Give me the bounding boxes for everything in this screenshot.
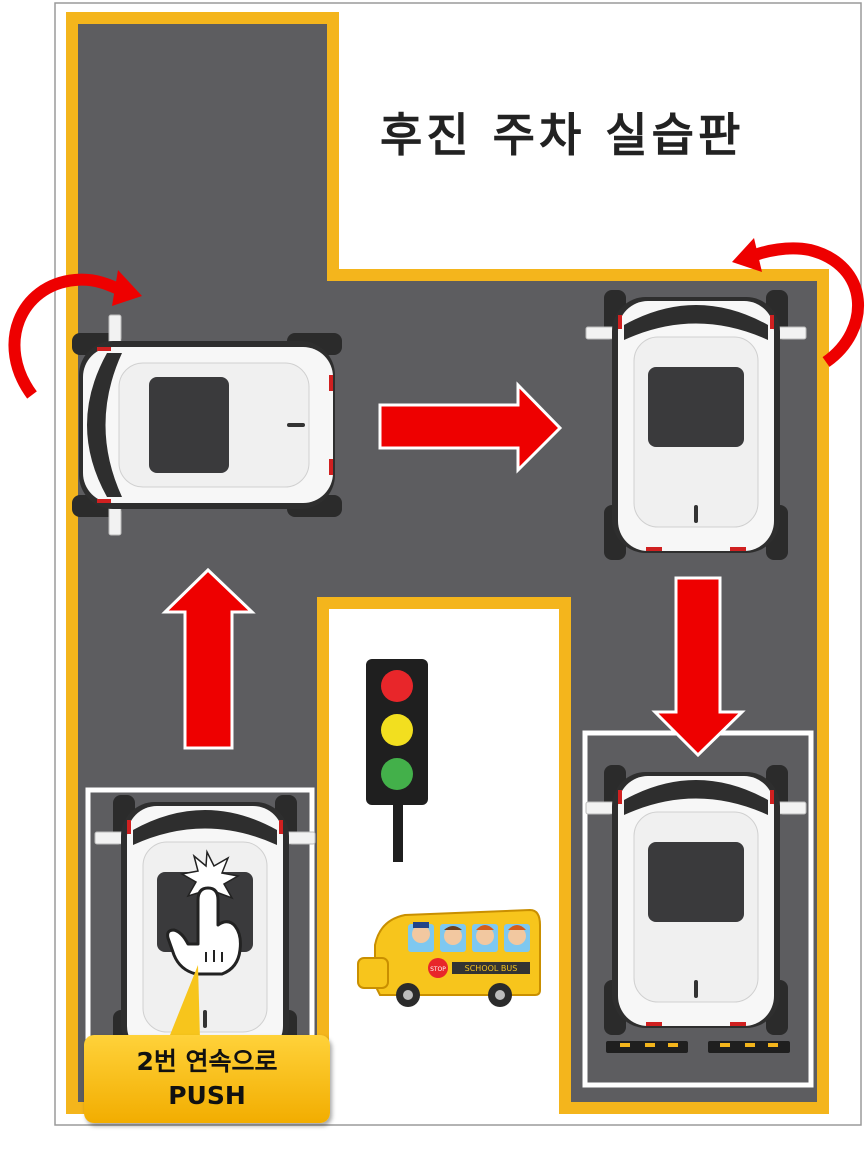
traffic-light-icon	[366, 659, 428, 862]
callout-pointer	[168, 965, 200, 1040]
hand-pointer-icon	[166, 886, 242, 976]
wheel-stopper-left	[606, 1041, 688, 1053]
car-reversing	[585, 289, 807, 561]
page-title: 후진 주차 실습판	[380, 108, 745, 162]
car-turning	[71, 314, 343, 536]
rotate-arrow-icon	[8, 270, 142, 399]
callout-line-1: 2번 연속으로	[136, 1047, 278, 1076]
down-arrow-icon	[651, 576, 746, 758]
stop-sign-text: STOP	[430, 966, 446, 973]
school-bus-icon: STOP SCHOOL BUS	[357, 908, 541, 1007]
rotate-arrow-icon	[732, 238, 864, 367]
right-arrow-icon	[378, 381, 563, 474]
callout-line-2: PUSH	[168, 1081, 246, 1110]
push-instruction-callout: 2번 연속으로 PUSH	[84, 1035, 330, 1123]
up-arrow-icon	[161, 567, 256, 750]
car-parked	[585, 764, 807, 1036]
school-bus-sign-text: SCHOOL BUS	[465, 964, 518, 973]
wheel-stopper-right	[708, 1041, 790, 1053]
